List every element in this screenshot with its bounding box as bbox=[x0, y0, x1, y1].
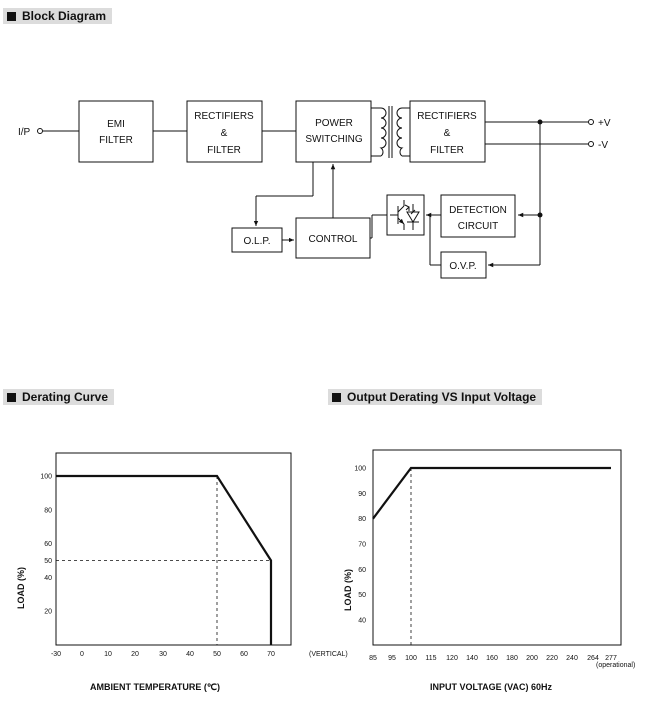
section-bullet-icon bbox=[7, 11, 16, 21]
chart1-xtick-label: 0 bbox=[80, 651, 84, 658]
chart1-xtick-label: 40 bbox=[186, 651, 194, 658]
chart2-xtick-label: 277 bbox=[605, 655, 617, 662]
rect2-label-3: FILTER bbox=[430, 145, 464, 156]
chart2-xtick-label: 85 bbox=[369, 655, 377, 662]
chart1-xtick-label: 70 bbox=[267, 651, 275, 658]
chart1-ytick-label: 80 bbox=[44, 507, 52, 514]
chart2-ytick-label: 60 bbox=[358, 567, 366, 574]
chart1-xtick-label: -30 bbox=[51, 651, 61, 658]
chart1-ytick-label: 20 bbox=[44, 609, 52, 616]
detection-circuit-block bbox=[440, 194, 516, 238]
section-bullet-icon bbox=[7, 392, 16, 402]
olp-label: O.L.P. bbox=[243, 236, 270, 247]
control-label: CONTROL bbox=[309, 234, 358, 245]
rectifiers-filter-block-2 bbox=[409, 100, 486, 163]
chart1-ytick-label: 50 bbox=[44, 558, 52, 565]
chart1-ytick-label: 100 bbox=[40, 474, 52, 481]
block-diagram-title: Block Diagram bbox=[22, 9, 107, 23]
derating-curve-title: Derating Curve bbox=[22, 390, 109, 404]
output-negative-terminal-icon bbox=[588, 141, 594, 147]
output-negative-label: -V bbox=[598, 140, 608, 151]
chart2-ytick-label: 100 bbox=[354, 466, 366, 473]
chart1-xtick-label: 20 bbox=[131, 651, 139, 658]
rect2-label-2: & bbox=[444, 128, 451, 139]
chart1-ylabel: LOAD (%) bbox=[16, 567, 26, 609]
chart2-xtick-label: 100 bbox=[405, 655, 417, 662]
chart2-xtick-label: 140 bbox=[466, 655, 478, 662]
control-block bbox=[295, 217, 371, 259]
rectifiers-filter-block-1 bbox=[186, 100, 263, 163]
chart1-xtick-label: 60 bbox=[240, 651, 248, 658]
rect1-label-3: FILTER bbox=[207, 145, 241, 156]
chart2-xtick-label: 240 bbox=[566, 655, 578, 662]
chart2-xtick-label: 115 bbox=[425, 655, 436, 662]
block-diagram-header: Block Diagram bbox=[3, 8, 113, 24]
chart2-xtick-label: 95 bbox=[388, 655, 396, 662]
input-label: I/P bbox=[18, 127, 31, 138]
chart1-ytick-label: 40 bbox=[44, 575, 52, 582]
chart2-xtick-label: 264 bbox=[587, 655, 599, 662]
derating-curve-header: Derating Curve bbox=[3, 389, 115, 405]
power-label-1: POWER bbox=[315, 118, 353, 129]
chart1-series-line bbox=[56, 474, 273, 645]
detection-label-1: DETECTION bbox=[449, 205, 507, 216]
output-derating-header: Output Derating VS Input Voltage bbox=[328, 389, 543, 405]
chart2-series-line bbox=[372, 466, 611, 520]
chart1-xtick-suffix: (VERTICAL) bbox=[309, 651, 348, 658]
output-positive-terminal-icon bbox=[588, 119, 594, 125]
chart2-xlabel: INPUT VOLTAGE (VAC) 60Hz bbox=[430, 682, 553, 692]
section-bullet-icon bbox=[332, 392, 341, 402]
chart2-xtick-label: 180 bbox=[506, 655, 518, 662]
chart2-ytick-label: 50 bbox=[358, 592, 366, 599]
chart1-xtick-label: 50 bbox=[213, 651, 221, 658]
chart2-xtick-label: 160 bbox=[486, 655, 498, 662]
chart2-ylabel: LOAD (%) bbox=[343, 569, 353, 611]
transformer-icon bbox=[371, 106, 410, 158]
rect2-label-1: RECTIFIERS bbox=[417, 111, 477, 122]
rect1-label-2: & bbox=[221, 128, 228, 139]
detection-label-2: CIRCUIT bbox=[458, 221, 499, 232]
chart2-xtick-label: 120 bbox=[446, 655, 458, 662]
chart2-ytick-label: 80 bbox=[358, 516, 366, 523]
chart1-xtick-label: 10 bbox=[104, 651, 112, 658]
opto-coupler-icon bbox=[386, 194, 425, 236]
chart1-xlabel: AMBIENT TEMPERATURE (℃) bbox=[90, 682, 220, 692]
chart2-xtick-label: 200 bbox=[526, 655, 538, 662]
chart1-ytick-label: 60 bbox=[44, 541, 52, 548]
chart2-xtick-label: 220 bbox=[546, 655, 558, 662]
chart1-xtick-label: 30 bbox=[159, 651, 167, 658]
power-label-2: SWITCHING bbox=[305, 134, 362, 145]
power-switching-block bbox=[295, 100, 372, 163]
chart2-xtick-suffix: (operational) bbox=[596, 662, 635, 669]
output-positive-label: +V bbox=[598, 118, 611, 129]
chart2-ytick-label: 90 bbox=[358, 491, 366, 498]
output-derating-chart: 85 95 100 115 120 140 160 180 200 220 240 264 277 100… bbox=[343, 449, 635, 692]
output-derating-title: Output Derating VS Input Voltage bbox=[347, 390, 537, 404]
input-terminal-icon bbox=[37, 128, 43, 134]
emi-filter-block bbox=[78, 100, 154, 163]
ovp-label: O.V.P. bbox=[449, 261, 476, 272]
chart2-plot-area bbox=[372, 449, 622, 646]
chart2-ytick-label: 40 bbox=[358, 618, 366, 625]
block-diagram: I/P EMI FILTER RECTIFIERS & FILTER POWER… bbox=[18, 100, 611, 279]
emi-label-2: FILTER bbox=[99, 135, 133, 146]
chart1-plot-area bbox=[55, 452, 292, 646]
rect1-label-1: RECTIFIERS bbox=[194, 111, 254, 122]
chart2-ytick-label: 70 bbox=[358, 542, 366, 549]
derating-curve-chart: -30 0 10 20 30 40 50 60 70 100 80 60 50 40 20 (VERTICA… bbox=[16, 452, 348, 692]
emi-label-1: EMI bbox=[107, 119, 125, 130]
